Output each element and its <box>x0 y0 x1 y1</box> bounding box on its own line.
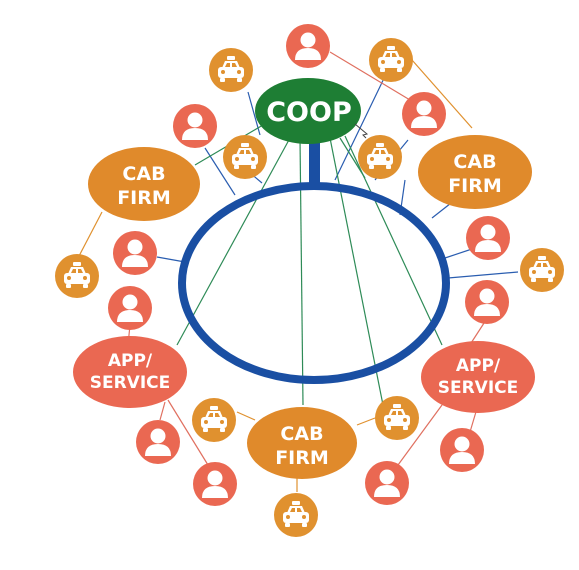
app-service-left-line2: SERVICE <box>90 373 171 393</box>
person-icon <box>136 420 180 464</box>
taxi-icon <box>192 398 236 442</box>
person-link <box>397 404 443 466</box>
taxi-link <box>411 59 473 129</box>
person-icon <box>465 280 509 324</box>
app-service-left-line1: APP/ <box>108 351 153 371</box>
taxi-icon <box>369 38 413 82</box>
person-link <box>167 399 209 466</box>
taxi-icon <box>209 48 253 92</box>
taxi-icon <box>375 396 419 440</box>
taxi-icon <box>55 254 99 298</box>
app-service-right-line1: APP/ <box>456 356 501 376</box>
person-link <box>329 51 411 101</box>
person-icon <box>365 461 409 505</box>
taxi-link <box>356 417 376 426</box>
person-icon <box>440 428 484 472</box>
person-icon <box>108 286 152 330</box>
taxi-icon <box>223 135 267 179</box>
app-service-node-right: APP/ SERVICE <box>421 341 535 413</box>
person-icon <box>193 462 237 506</box>
person-link <box>159 401 166 421</box>
cab-firm-bottom-line1: CAB <box>280 423 323 445</box>
taxi-link <box>236 411 256 421</box>
cab-firm-node-left: CAB FIRM <box>88 147 200 221</box>
cab-firm-bottom-line2: FIRM <box>275 447 329 469</box>
taxi-icon <box>358 135 402 179</box>
taxi-link <box>77 211 103 259</box>
coop-link <box>176 137 291 346</box>
cab-firm-left-line1: CAB <box>122 163 165 185</box>
taxi-icon <box>520 248 564 292</box>
person-icon <box>286 24 330 68</box>
taxi-icon <box>274 493 318 537</box>
app-service-node-left: APP/ SERVICE <box>73 336 187 408</box>
ring-link <box>334 69 389 181</box>
person-icon <box>402 92 446 136</box>
central-ring <box>178 182 450 384</box>
ring-link <box>447 271 519 279</box>
icon-layer <box>55 24 564 537</box>
coop-link <box>329 137 384 406</box>
cab-firm-right-line2: FIRM <box>448 175 502 197</box>
app-service-right-line2: SERVICE <box>438 378 519 398</box>
cab-firm-node-right: CAB FIRM <box>418 135 532 209</box>
ring-link <box>156 256 186 263</box>
coop-node: COOP <box>255 78 361 144</box>
cab-firm-left-line2: FIRM <box>117 187 171 209</box>
coop-link <box>339 137 366 179</box>
coop-link <box>299 137 304 406</box>
person-icon <box>466 216 510 260</box>
cab-firm-right-line1: CAB <box>453 151 496 173</box>
person-icon <box>173 104 217 148</box>
cab-firm-node-bottom: CAB FIRM <box>247 407 357 479</box>
ring-connector <box>309 138 320 188</box>
person-icon <box>113 231 157 275</box>
coop-label: COOP <box>266 97 352 128</box>
cursor-mark <box>354 123 369 139</box>
